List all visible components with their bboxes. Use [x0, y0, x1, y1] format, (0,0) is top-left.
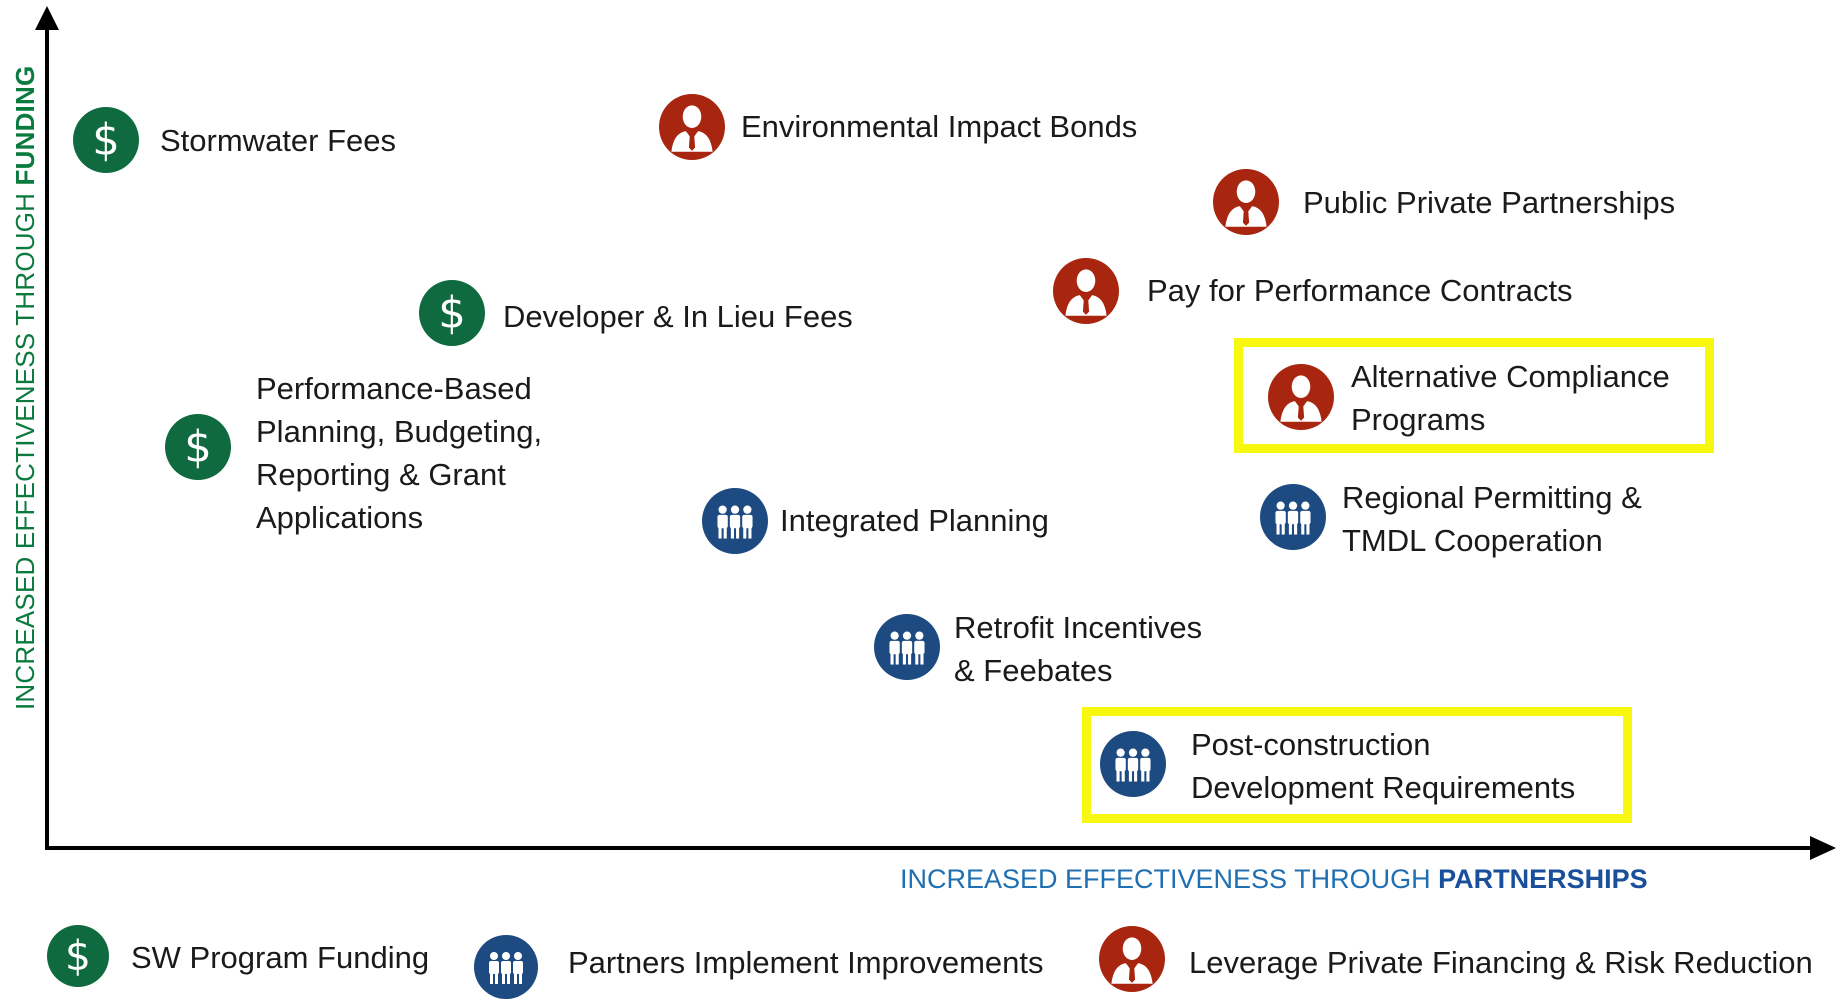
businessman-icon: [659, 94, 725, 160]
x-axis-arrowhead: [1810, 836, 1836, 860]
item-label: Pay for Performance Contracts: [1147, 273, 1573, 308]
svg-text:$: $: [92, 115, 120, 165]
y-axis-arrowhead: [35, 6, 59, 30]
dollar-icon: $: [419, 280, 485, 346]
item-label: Stormwater Fees: [160, 123, 397, 158]
people-icon: [1100, 731, 1166, 797]
people-icon: [702, 488, 768, 554]
svg-text:$: $: [438, 288, 466, 338]
highlight-box-post-construction: [1082, 707, 1632, 823]
item-label: Retrofit Incentives & Feebates: [954, 610, 1203, 688]
svg-text:$: $: [184, 422, 212, 472]
dollar-icon: $: [47, 925, 109, 987]
item-label: Performance-Based Planning, Budgeting, R…: [256, 371, 543, 535]
businessman-icon: [1099, 926, 1165, 992]
item-label: Public Private Partnerships: [1303, 185, 1676, 220]
x-axis-line: [45, 846, 1815, 850]
legend-label: SW Program Funding: [131, 940, 430, 975]
legend-label: Partners Implement Improvements: [568, 945, 1044, 980]
svg-text:$: $: [65, 932, 91, 980]
people-icon: [1260, 484, 1326, 550]
x-axis-label: INCREASED EFFECTIVENESS THROUGH PARTNERS…: [900, 864, 1648, 894]
item-label: Post-construction Development Requiremen…: [1191, 727, 1576, 805]
people-icon: [474, 935, 538, 999]
businessman-icon: [1053, 258, 1119, 324]
y-axis-label: INCREASED EFFECTIVENESS THROUGH FUNDING: [10, 65, 40, 710]
dollar-icon: $: [165, 414, 231, 480]
legend-label: Leverage Private Financing & Risk Reduct…: [1189, 945, 1813, 980]
item-label: Alternative Compliance Programs: [1351, 359, 1670, 437]
people-icon: [874, 614, 940, 680]
item-label: Regional Permitting & TMDL Cooperation: [1342, 480, 1642, 558]
highlight-box-alternative-compliance: [1234, 338, 1714, 453]
item-label: Developer & In Lieu Fees: [503, 299, 853, 334]
dollar-icon: $: [73, 107, 139, 173]
businessman-icon: [1268, 364, 1334, 430]
businessman-icon: [1213, 169, 1279, 235]
item-label: Integrated Planning: [780, 503, 1049, 538]
item-label: Environmental Impact Bonds: [741, 109, 1138, 144]
y-axis-line: [45, 22, 49, 850]
